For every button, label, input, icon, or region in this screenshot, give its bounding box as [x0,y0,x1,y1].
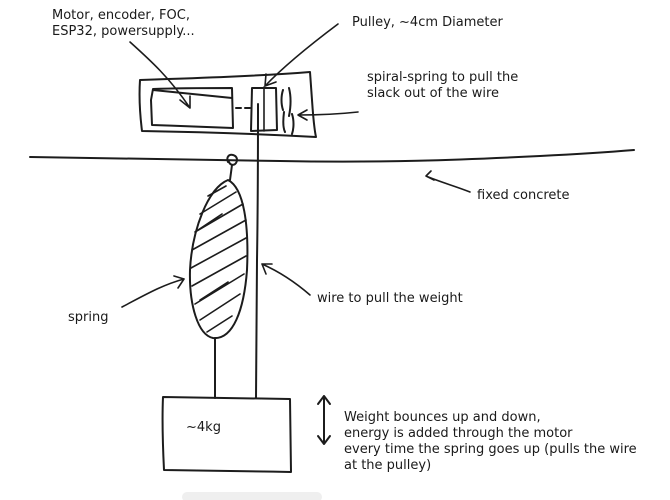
spring-hatching [190,185,247,333]
fixed-concrete-label: fixed concrete [477,188,570,203]
spring-label: spring [68,310,109,325]
concrete-line [29,149,635,163]
spring-top-wire [229,164,233,181]
motor-block-diagonal [152,89,233,99]
pulley-label: Pulley, ~4cm Diameter [352,15,503,30]
wire-label: wire to pull the weight [317,291,463,306]
arrow-spiral-spring [297,109,359,121]
arrow-wire [261,263,311,296]
weight-note-label: Weight bounces up and down, energy is ad… [344,410,637,473]
arrow-pulley [264,23,339,87]
spring-body [188,179,249,340]
motor-block [150,87,234,129]
spiral-spring [280,87,295,135]
scrollbar-hint [182,492,322,500]
bounce-arrow [317,395,331,445]
arrow-spring [121,275,185,308]
pulley [250,87,278,132]
arrow-components [129,41,191,109]
motor-housing [138,71,317,138]
wire [255,103,259,399]
weight-box [161,396,292,473]
arrow-concrete [425,170,471,193]
components-label: Motor, encoder, FOC, ESP32, powersupply.… [52,8,195,39]
spiral-spring-label: spiral-spring to pull the slack out of t… [367,70,519,101]
weight-mass-label: ~4kg [186,420,221,435]
